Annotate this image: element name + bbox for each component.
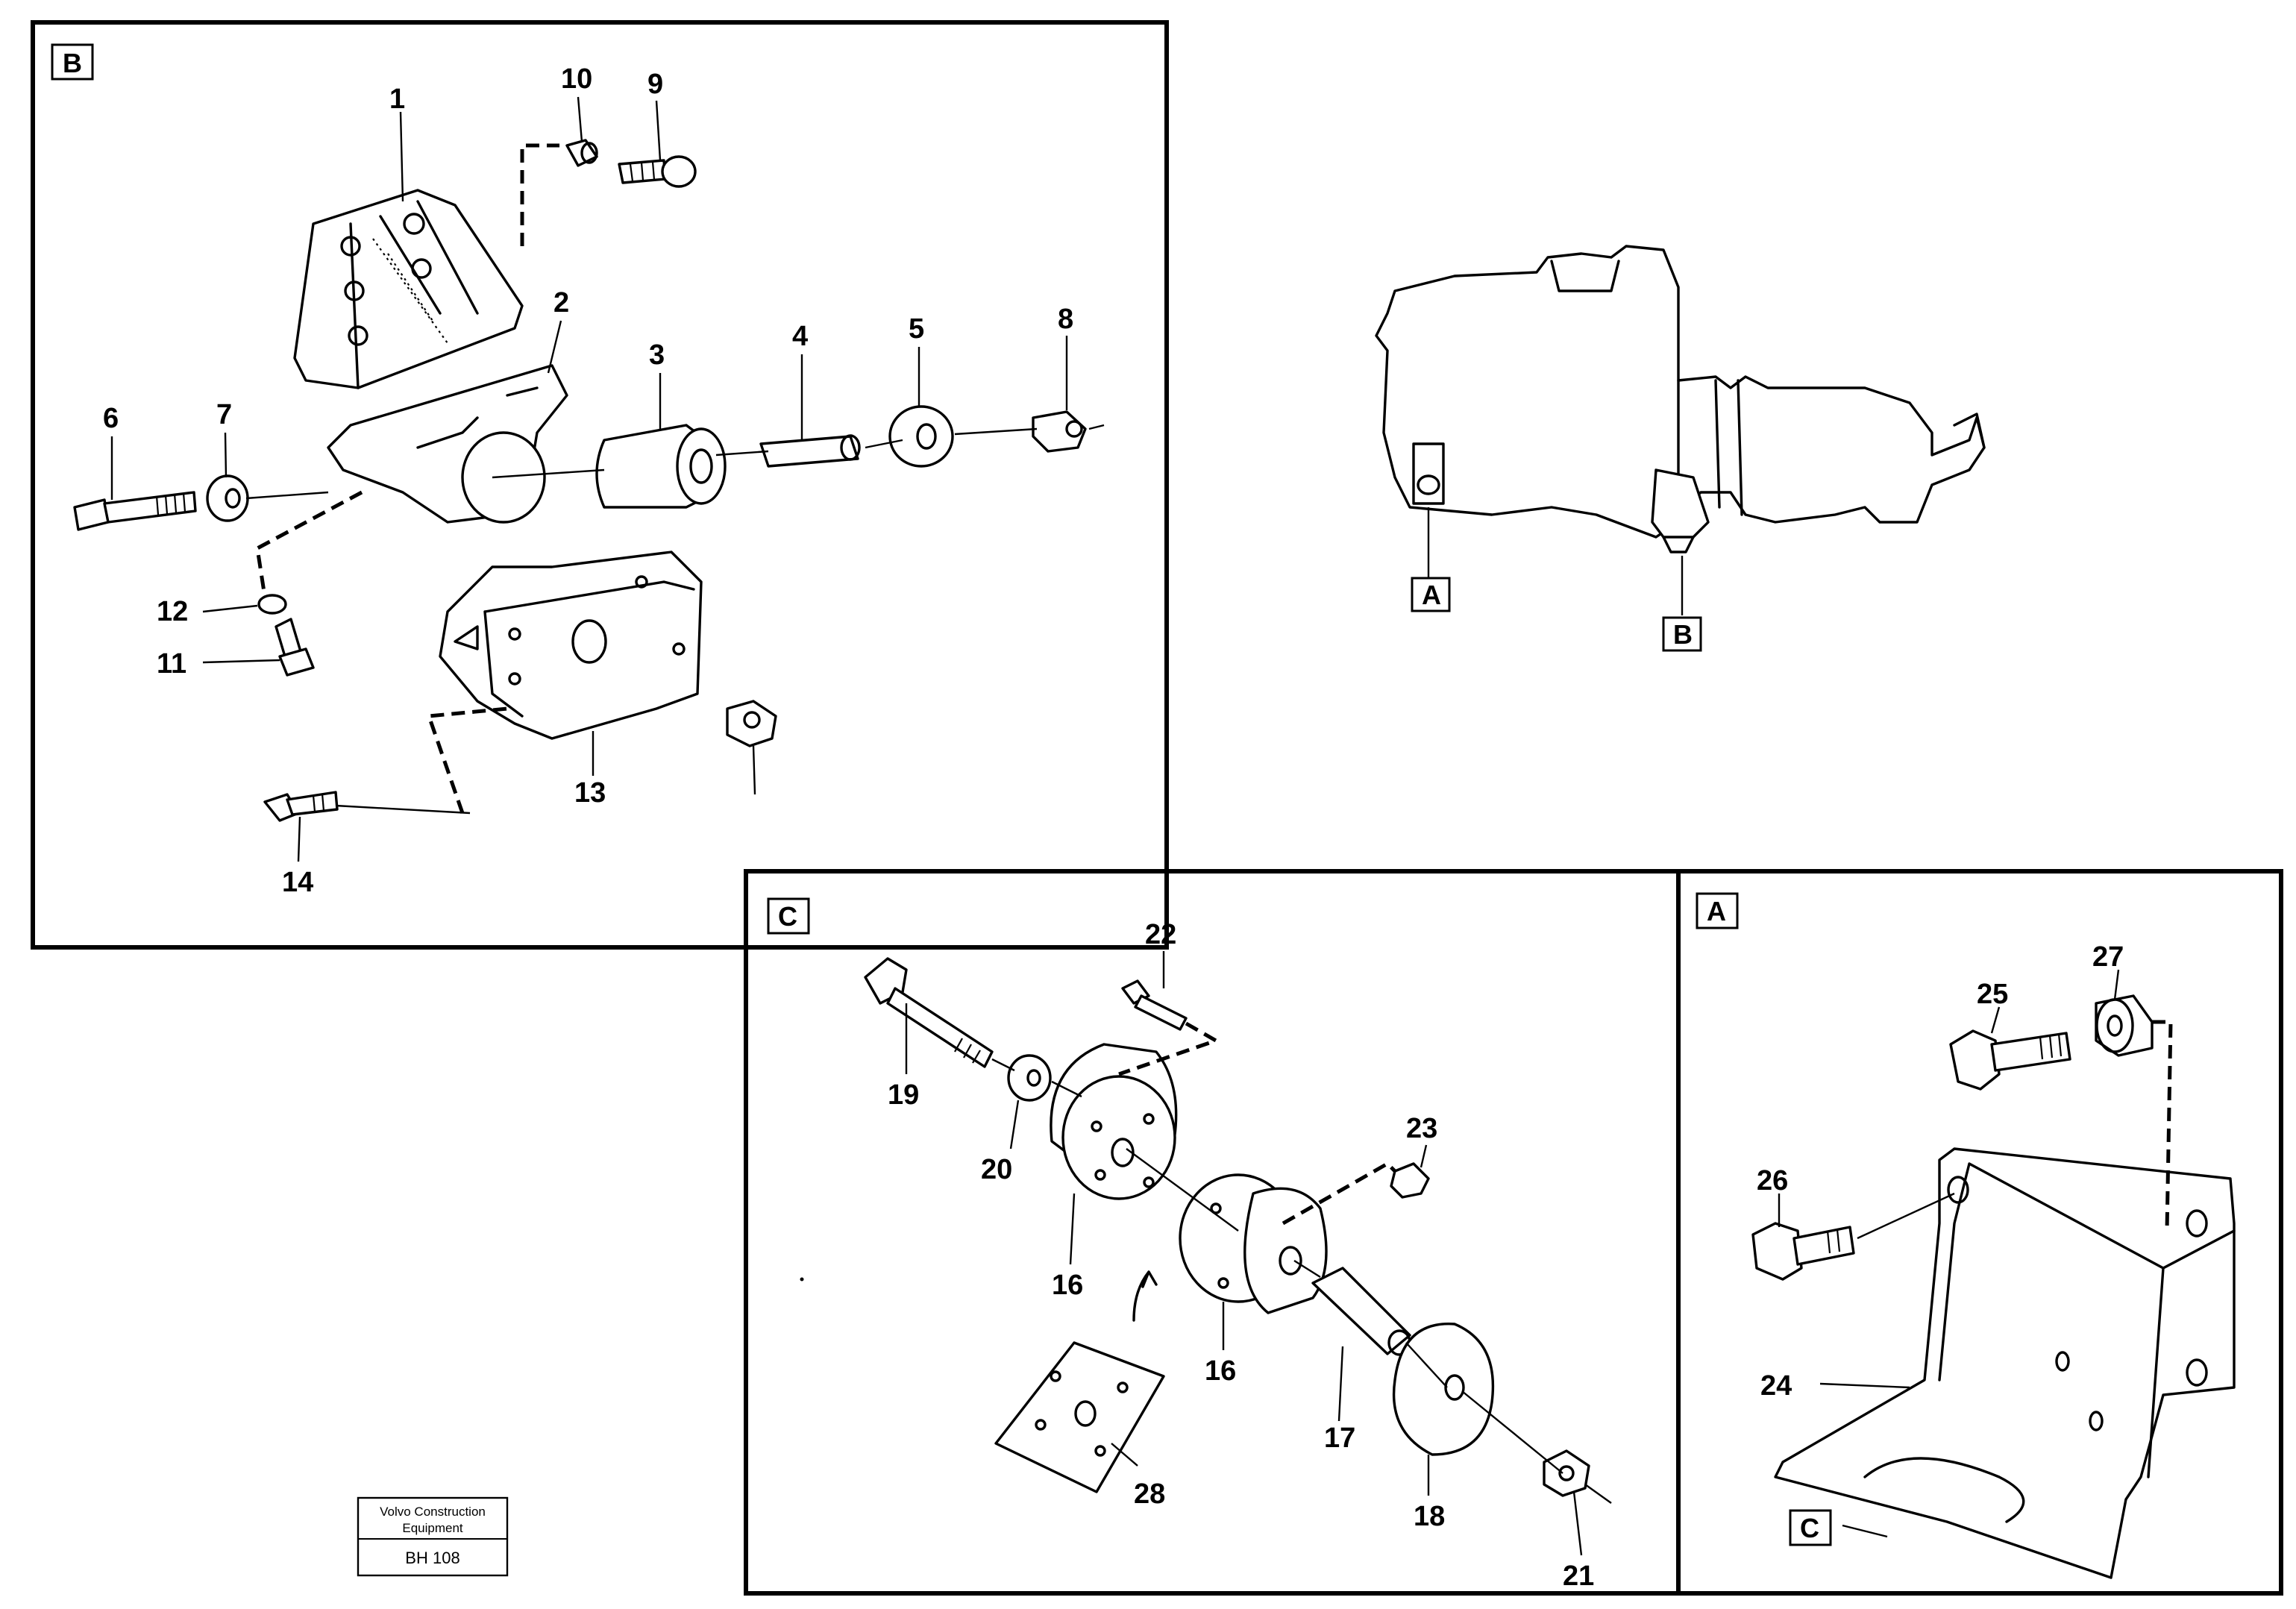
overview-label-a: A (1422, 580, 1441, 610)
title-block-company-line1: Volvo Construction (380, 1505, 486, 1519)
title-block: Volvo Construction Equipment BH 108 (357, 1496, 509, 1577)
part-number-25: 25 (1977, 979, 2008, 1010)
sleeve-4 (759, 434, 861, 468)
part-number-3: 3 (649, 339, 665, 371)
bolt-6 (73, 491, 197, 531)
washer-12 (257, 594, 287, 615)
nut-8 (1032, 410, 1087, 453)
nut-unnumbered (726, 700, 777, 747)
view-b-label: B (63, 48, 82, 78)
part-number-13: 13 (574, 777, 606, 809)
part-number-5: 5 (909, 313, 924, 345)
view-c-label-box (767, 897, 810, 935)
view-c: C (744, 869, 1681, 1596)
title-block-company-line2: Equipment (402, 1521, 463, 1535)
washer-18 (1392, 1323, 1495, 1456)
bolt-26 (1751, 1222, 1855, 1281)
spacer-27 (2095, 994, 2154, 1057)
bolt-25 (1949, 1029, 2071, 1091)
part-number-1: 1 (389, 84, 405, 115)
part-number-24: 24 (1760, 1370, 1792, 1402)
view-a: A (1676, 869, 2283, 1596)
bracket-1 (293, 189, 524, 389)
nut-21 (1543, 1449, 1590, 1497)
bracket-24 (1774, 1147, 2236, 1579)
spacer-10 (565, 139, 598, 167)
part-number-26: 26 (1757, 1165, 1788, 1196)
sleeve-17 (1311, 1267, 1411, 1356)
view-a-ref-c: C (1800, 1513, 1819, 1543)
flange-16-left (1050, 1043, 1178, 1200)
nut-23 (1390, 1162, 1430, 1199)
part-number-19: 19 (888, 1079, 919, 1111)
view-b: B (31, 20, 1169, 950)
part-number-12: 12 (157, 596, 188, 627)
plate-28 (994, 1341, 1165, 1493)
part-number-16b: 16 (1205, 1355, 1236, 1387)
part-number-28: 28 (1134, 1478, 1165, 1510)
bracket-2 (327, 364, 568, 524)
part-number-14: 14 (282, 867, 313, 898)
washer-5 (888, 405, 954, 468)
view-a-label: A (1707, 896, 1726, 926)
overview-label-b: B (1673, 619, 1693, 650)
part-number-21: 21 (1563, 1561, 1594, 1592)
part-number-17: 17 (1324, 1423, 1355, 1454)
bolt-9 (618, 155, 697, 188)
bushing-3 (595, 424, 727, 509)
view-a-label-box (1696, 892, 1739, 929)
stray-dot (800, 1277, 804, 1282)
part-number-10: 10 (561, 63, 592, 95)
view-b-frame (31, 20, 1169, 950)
bolt-22 (1121, 979, 1188, 1031)
part-number-4: 4 (792, 321, 808, 352)
overview-label-a-box (1411, 577, 1451, 612)
view-a-frame (1676, 869, 2283, 1596)
bolt-19 (864, 957, 994, 1068)
part-number-18: 18 (1414, 1501, 1445, 1532)
washer-7 (206, 474, 249, 522)
part-number-6: 6 (103, 403, 119, 434)
title-block-code: BH 108 (405, 1549, 459, 1567)
overview-label-b-box (1662, 616, 1702, 652)
part-number-9: 9 (647, 69, 663, 100)
bolt-14 (263, 791, 339, 822)
part-number-11: 11 (157, 648, 186, 680)
part-number-7: 7 (216, 399, 232, 430)
bolt-11 (275, 618, 315, 677)
flange-16-right (1179, 1173, 1328, 1314)
part-number-8: 8 (1058, 304, 1073, 335)
part-number-20: 20 (981, 1154, 1012, 1185)
part-number-16a: 16 (1052, 1270, 1083, 1301)
view-b-label-box (51, 43, 94, 81)
mount-13 (439, 551, 703, 740)
part-number-22: 22 (1145, 919, 1176, 950)
part-number-2: 2 (553, 287, 569, 319)
part-number-27: 27 (2092, 941, 2124, 973)
washer-20 (1007, 1054, 1052, 1102)
part-number-23: 23 (1406, 1113, 1437, 1144)
view-c-label: C (778, 901, 797, 932)
overview-transmission: A B (1375, 245, 1986, 652)
view-a-ref-c-box (1789, 1509, 1832, 1546)
